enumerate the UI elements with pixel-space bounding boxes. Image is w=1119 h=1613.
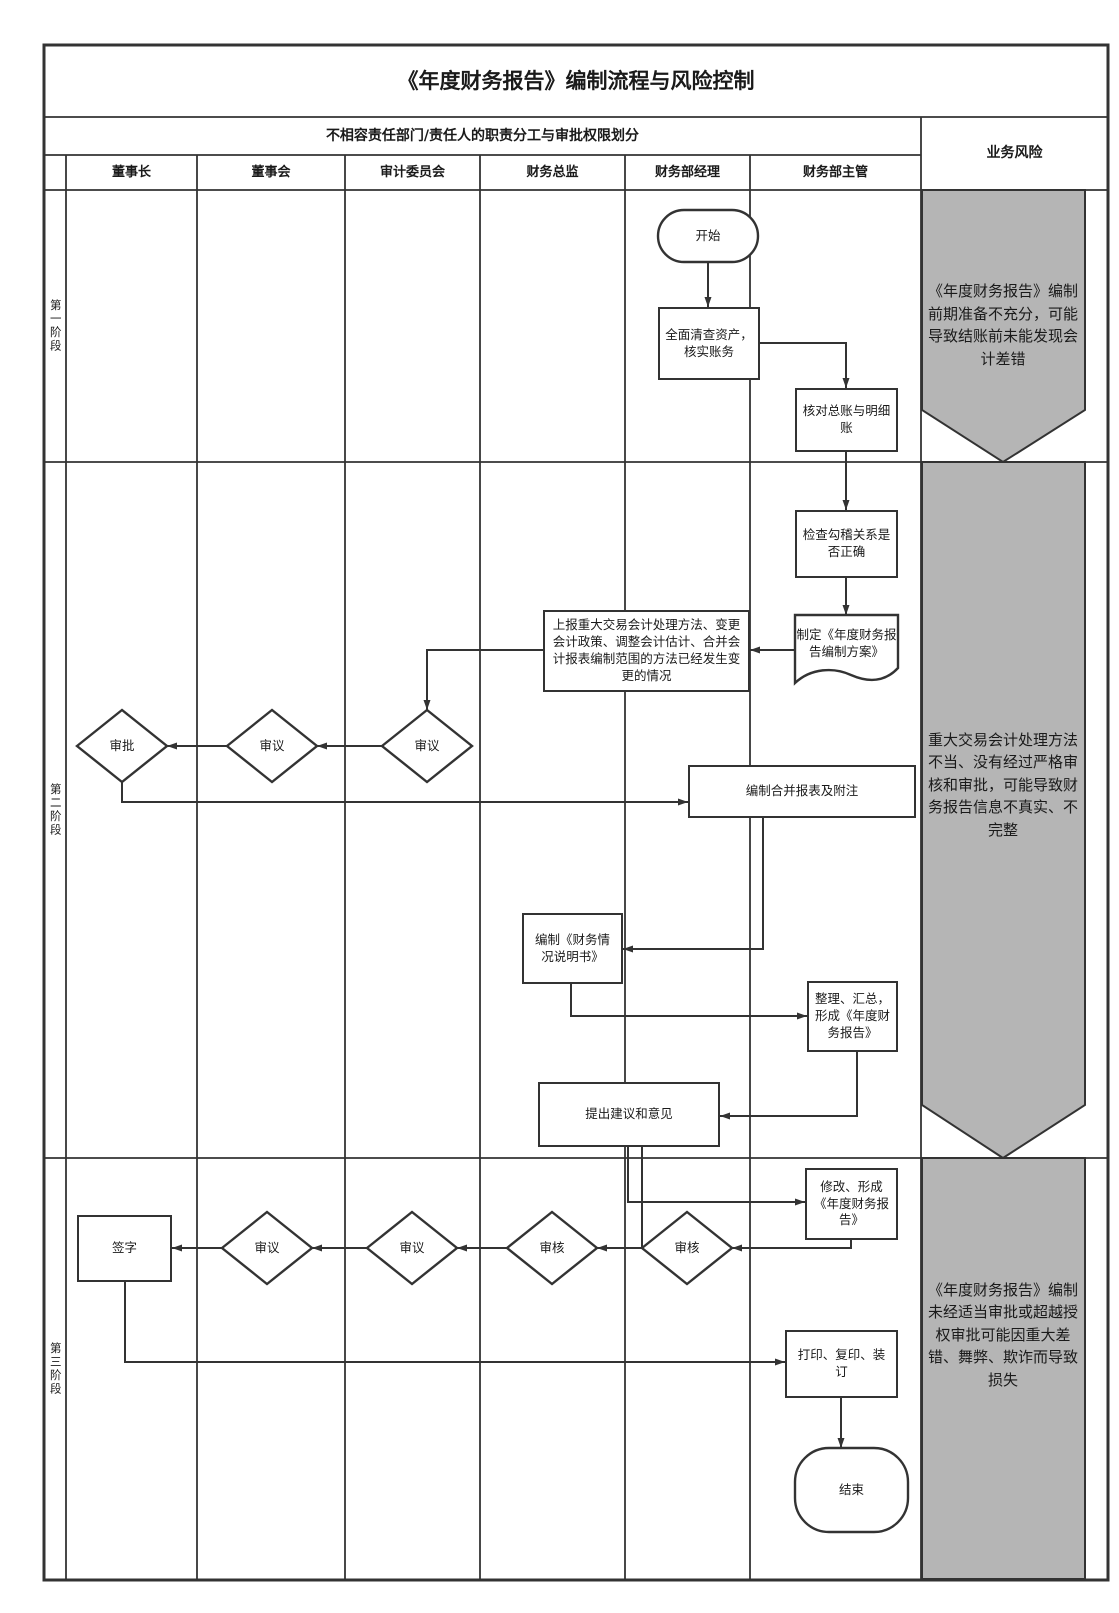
connector-revise-to-reviewmgr: [732, 1240, 852, 1252]
node-start: 开始: [695, 227, 721, 243]
risk-banner-phase2: [921, 461, 1086, 1160]
node-check-crosscheck: 检查勾稽关系是否正确: [795, 510, 898, 578]
diamond-review-audit: [380, 708, 474, 784]
lane-header-board: 董事会: [251, 164, 291, 180]
node-review-manager: 审核: [674, 1239, 700, 1255]
risk-text-phase3: 《年度财务报告》编制未经适当审批或超越授权审批可能因重大差错、舞弊、欺诈而导致损…: [927, 1280, 1078, 1389]
node-review-board: 审议: [259, 737, 285, 753]
end-terminator-shape: [793, 1446, 910, 1534]
risk-text-phase2: 重大交易会计处理方法不当、没有经过严格审核和审批，可能导致财务报告信息不真实、不…: [927, 730, 1078, 839]
node-review-audit-committee: 审议: [414, 737, 440, 753]
node-check-assets: 全面清查资产，核实账务: [658, 307, 760, 380]
node-sign: 签字: [77, 1215, 172, 1282]
node-make-plan: 制定《年度财务报告编制方案》: [796, 627, 897, 659]
phase-label-3: 第三阶段: [48, 1342, 63, 1396]
connectors: [121, 262, 858, 1448]
connector-approve-to-consolidated: [121, 782, 688, 806]
lane-header-chairman: 董事长: [111, 164, 151, 180]
node-compile-report: 整理、汇总，形成《年度财务报告》: [807, 981, 898, 1052]
matrix-header: 不相容责任部门/责任人的职责分工与审批权限划分: [325, 127, 640, 144]
risk-banners: [921, 189, 1086, 1580]
start-terminator-shape: [656, 208, 760, 264]
risk-text-phase1: 《年度财务报告》编制前期准备不充分，可能导致结账前未能发现会计差错: [927, 282, 1078, 368]
connector-sign-to-print: [124, 1282, 785, 1366]
node-consolidated-statements: 编制合并报表及附注: [688, 765, 916, 818]
node-reconcile-ledgers: 核对总账与明细账: [795, 388, 898, 452]
node-approve-chairman: 审批: [109, 737, 135, 753]
lane-header-cfo: 财务总监: [526, 164, 579, 180]
connector-suggestions-to-revise: [627, 1147, 805, 1206]
phase-label-1: 第一阶段: [48, 299, 63, 353]
connector-reportchanges-to-review1: [423, 649, 543, 710]
diamond-review-board: [225, 708, 319, 784]
plan-document-shape: [793, 613, 900, 686]
lane-header-audit-committee: 审计委员会: [379, 164, 445, 180]
connector-consolidated-to-finnote: [623, 818, 764, 953]
lane-header-finance-supervisor: 财务部主管: [802, 164, 868, 180]
risk-column-header: 业务风险: [986, 145, 1043, 162]
page-title: 《年度财务报告》编制流程与风险控制: [397, 68, 755, 93]
diamond-review-manager: [640, 1210, 734, 1286]
lane-header-finance-manager: 财务部经理: [654, 164, 720, 180]
diamond-review-audit2: [365, 1210, 459, 1286]
node-review-audit-committee2: 审议: [399, 1239, 425, 1255]
connector-compile-to-suggestions: [720, 1052, 858, 1120]
node-end: 结束: [838, 1481, 864, 1497]
node-financial-note: 编制《财务情况说明书》: [522, 913, 623, 984]
diamond-approve-chairman: [75, 708, 169, 784]
node-review-cfo: 审核: [539, 1239, 565, 1255]
diamond-review-board2: [220, 1210, 314, 1286]
phase-label-2: 第二阶段: [48, 783, 63, 837]
node-report-changes: 上报重大交易会计处理方法、变更会计政策、调整会计估计、合并会计报表编制范围的方法…: [543, 610, 750, 692]
node-suggestions: 提出建议和意见: [538, 1082, 720, 1147]
connector-finnote-to-compile: [570, 984, 807, 1020]
risk-banner-phase3: [921, 1157, 1086, 1580]
node-shapes: [75, 208, 910, 1534]
node-print-bind: 打印、复印、装订: [785, 1330, 898, 1398]
diamond-review-cfo: [505, 1210, 599, 1286]
node-review-board2: 审议: [254, 1239, 280, 1255]
risk-banner-phase1: [921, 189, 1086, 464]
node-revise-report: 修改、形成《年度财务报告》: [805, 1168, 898, 1240]
connector-checkassets-to-reconcile: [760, 342, 850, 388]
